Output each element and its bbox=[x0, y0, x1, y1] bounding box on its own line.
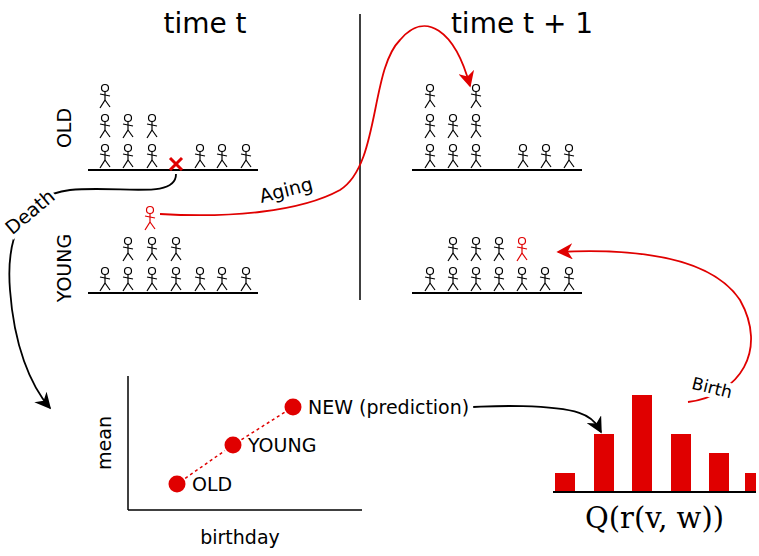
distribution-label: Q(r(v, w)) bbox=[553, 501, 756, 535]
birth-arrow bbox=[558, 251, 751, 402]
point-marker bbox=[283, 397, 303, 417]
point-label: OLD bbox=[192, 473, 232, 495]
mean-point: NEW (prediction) bbox=[283, 396, 469, 418]
ground-line bbox=[88, 292, 258, 294]
prediction-arrow bbox=[473, 406, 601, 432]
point-label: YOUNG bbox=[248, 434, 316, 456]
histogram-bars bbox=[553, 388, 756, 494]
column-title: time t + 1 bbox=[451, 9, 593, 40]
axis bbox=[127, 376, 129, 510]
ground-line bbox=[88, 169, 258, 171]
row-label: OLD bbox=[54, 108, 75, 148]
distribution-histogram: Q(r(v, w)) bbox=[553, 388, 756, 538]
axis-label: birthday bbox=[200, 527, 280, 548]
aging-arrow bbox=[160, 26, 470, 215]
arrow-label: Aging bbox=[257, 173, 315, 206]
divider bbox=[359, 14, 361, 300]
ground-line bbox=[412, 292, 582, 294]
column-title: time t bbox=[163, 9, 246, 40]
mean-point: YOUNG bbox=[223, 434, 316, 456]
population-figures bbox=[100, 85, 574, 292]
axis-label: mean bbox=[94, 416, 115, 470]
arrow-label: Birth bbox=[688, 374, 736, 403]
row-label: YOUNG bbox=[54, 234, 75, 302]
axis bbox=[128, 509, 362, 511]
ground-line bbox=[412, 169, 582, 171]
point-marker bbox=[167, 474, 187, 494]
point-label: NEW (prediction) bbox=[308, 396, 469, 418]
mean-point: OLD bbox=[167, 473, 232, 495]
arrow-label: Death bbox=[0, 184, 60, 240]
death-cross bbox=[170, 158, 182, 170]
point-marker bbox=[223, 435, 243, 455]
